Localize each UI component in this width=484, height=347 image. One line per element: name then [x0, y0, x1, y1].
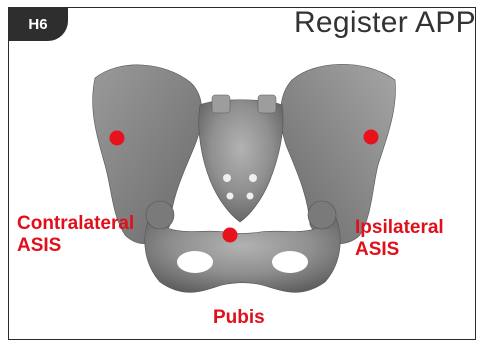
pubis-label: Pubis	[213, 307, 265, 329]
ipsilateral-asis-label: Ipsilateral ASIS	[355, 217, 444, 261]
sacrum	[199, 100, 283, 222]
contralateral-asis-marker	[110, 131, 125, 146]
ipsilateral-asis-marker	[364, 130, 379, 145]
contralateral-asis-label: Contralateral ASIS	[17, 213, 134, 257]
pubis-marker	[223, 228, 238, 243]
